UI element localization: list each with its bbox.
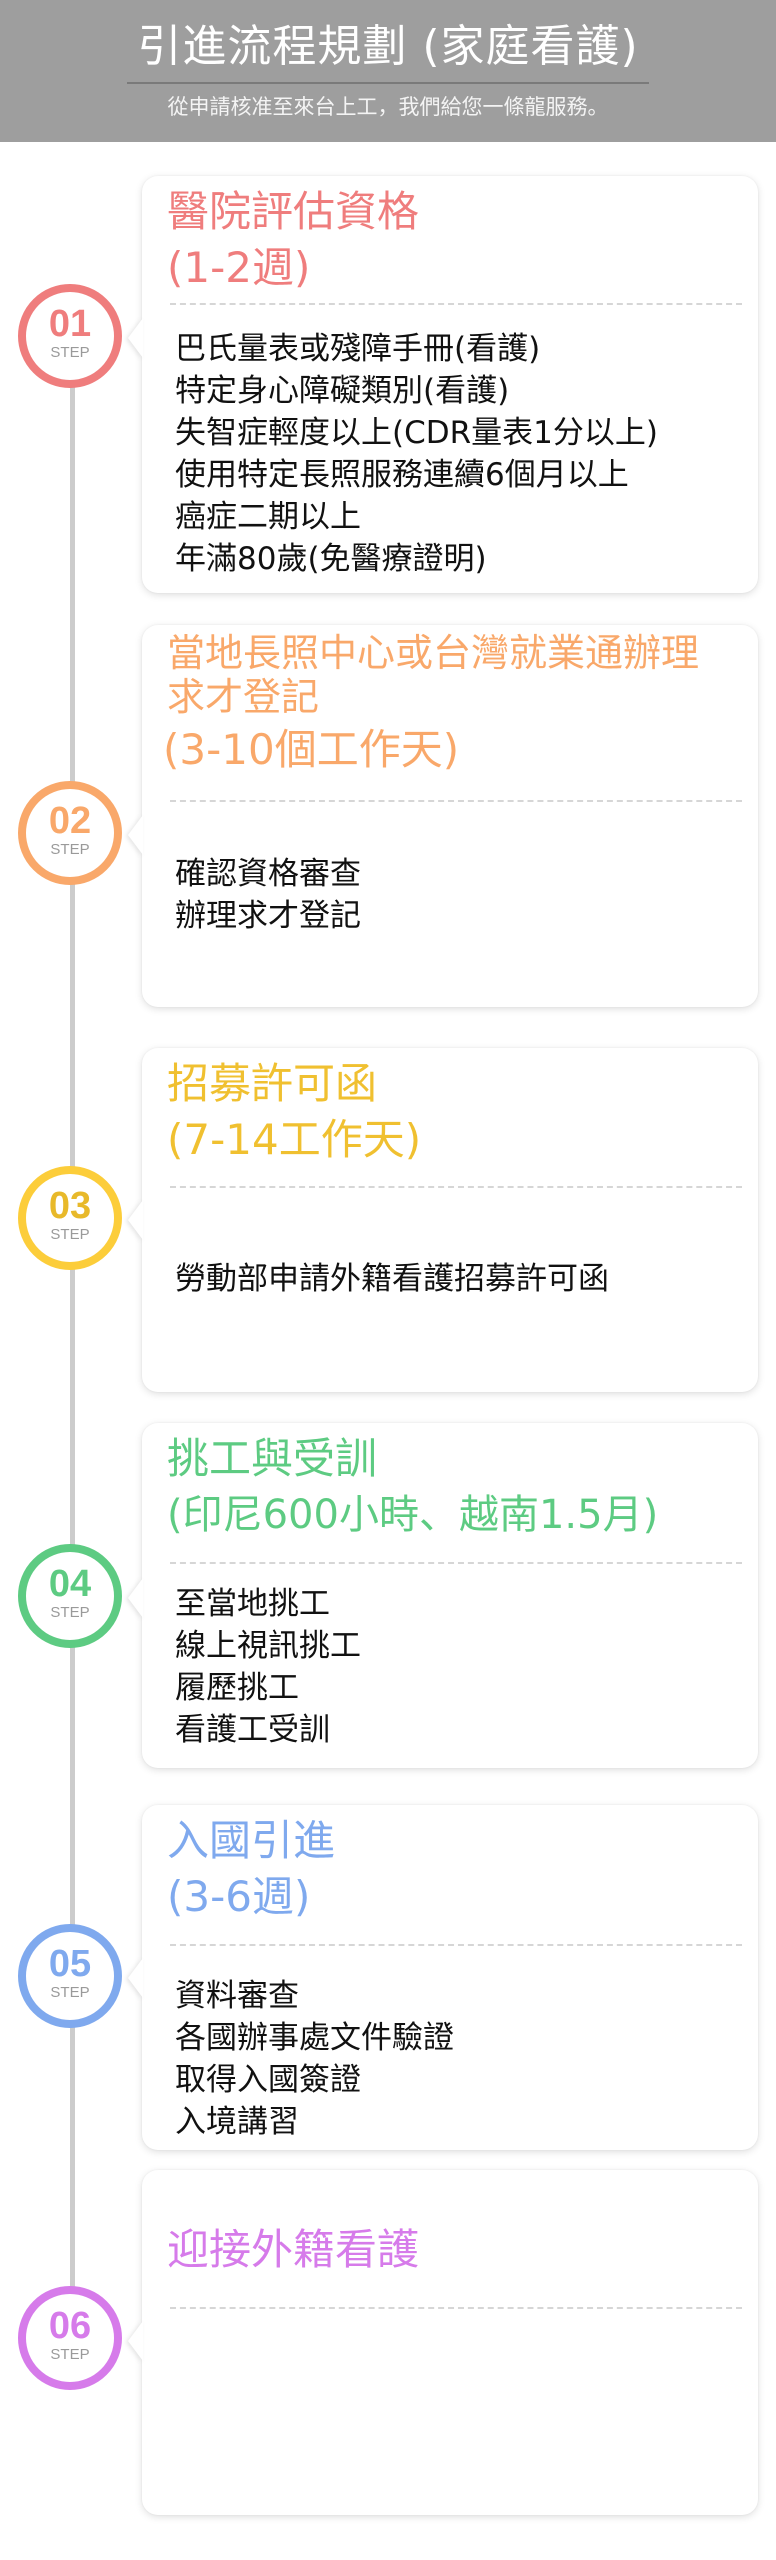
step-badge-03: 03 STEP	[18, 1166, 122, 1270]
card-divider	[170, 2307, 742, 2309]
step-title-name-cont: 求才登記	[167, 675, 320, 719]
step-card-02: 當地長照中心或台灣就業通辦理 求才登記 (3-10個工作天) 確認資格審查 辦理…	[128, 625, 758, 1007]
step-title: 醫院評估資格 (1-2週)	[167, 184, 738, 296]
step-badge-04: 04 STEP	[18, 1544, 122, 1648]
step-label: STEP	[50, 1984, 90, 2001]
page-title: 引進流程規劃 (家庭看護)	[137, 21, 639, 72]
step-label: STEP	[50, 841, 90, 858]
step-item: 確認資格審查	[175, 856, 361, 892]
step-item: 辦理求才登記	[175, 898, 361, 934]
step-title: 挑工與受訓 (印尼600小時、越南1.5月)	[167, 1431, 738, 1543]
step-item: 線上視訊挑工	[175, 1628, 361, 1664]
step-label: STEP	[50, 1604, 90, 1621]
step-title-duration: (3-10個工作天)	[163, 725, 460, 774]
step-card-06: 迎接外籍看護	[128, 2170, 758, 2515]
step-label: STEP	[50, 1226, 90, 1243]
step-label: STEP	[50, 2346, 90, 2363]
step-badge-05: 05 STEP	[18, 1924, 122, 2028]
step-item: 入境講習	[175, 2104, 299, 2140]
card-divider	[170, 303, 742, 305]
step-title-name: 迎接外籍看護	[167, 2225, 420, 2274]
step-card-01: 醫院評估資格 (1-2週) 巴氏量表或殘障手冊(看護) 特定身心障礙類別(看護)…	[128, 176, 758, 593]
step-title-duration: (3-6週)	[167, 1872, 311, 1921]
step-title-duration: (7-14工作天)	[167, 1115, 422, 1164]
step-item: 癌症二期以上	[175, 499, 361, 535]
step-item: 各國辦事處文件驗證	[175, 2020, 454, 2056]
card-divider	[170, 800, 742, 802]
card-divider	[170, 1944, 742, 1946]
step-items: 勞動部申請外籍看護招募許可函	[175, 1258, 742, 1300]
card-divider	[170, 1562, 742, 1564]
step-title: 招募許可函 (7-14工作天)	[167, 1056, 738, 1168]
step-card-03: 招募許可函 (7-14工作天) 勞動部申請外籍看護招募許可函	[128, 1048, 758, 1392]
step-item: 履歷挑工	[175, 1670, 299, 1706]
step-item: 失智症輕度以上(CDR量表1分以上)	[175, 415, 658, 451]
step-item: 特定身心障礙類別(看護)	[175, 373, 510, 409]
step-title-name: 當地長照中心或台灣就業通辦理	[167, 631, 700, 675]
step-number: 03	[48, 1185, 92, 1227]
step-number: 02	[48, 800, 92, 842]
step-item: 年滿80歲(免醫療證明)	[175, 541, 487, 577]
step-items: 巴氏量表或殘障手冊(看護) 特定身心障礙類別(看護) 失智症輕度以上(CDR量表…	[175, 328, 742, 580]
step-title-name: 招募許可函	[167, 1059, 378, 1108]
step-number: 05	[48, 1943, 92, 1985]
page-header: 引進流程規劃 (家庭看護) 從申請核准至來台上工，我們給您一條龍服務。	[0, 0, 776, 142]
header-divider	[127, 82, 649, 84]
step-badge-06: 06 STEP	[18, 2286, 122, 2390]
card-pointer	[128, 1200, 143, 1240]
step-title-name: 醫院評估資格	[167, 187, 420, 236]
card-pointer	[128, 815, 143, 855]
step-title: 當地長照中心或台灣就業通辦理 求才登記 (3-10個工作天)	[163, 631, 738, 781]
step-card-04: 挑工與受訓 (印尼600小時、越南1.5月) 至當地挑工 線上視訊挑工 履歷挑工…	[128, 1423, 758, 1768]
step-item: 巴氏量表或殘障手冊(看護)	[175, 331, 541, 367]
step-items: 確認資格審查 辦理求才登記	[175, 853, 742, 937]
card-pointer	[128, 318, 143, 358]
card-pointer	[128, 1958, 143, 1998]
step-title-duration: (1-2週)	[167, 243, 311, 292]
step-title-name: 入國引進	[167, 1816, 336, 1865]
step-number: 01	[48, 303, 92, 345]
step-item: 勞動部申請外籍看護招募許可函	[175, 1261, 609, 1297]
step-items: 資料審查 各國辦事處文件驗證 取得入國簽證 入境講習	[175, 1975, 742, 2143]
step-title-duration: (印尼600小時、越南1.5月)	[167, 1492, 659, 1538]
step-item: 看護工受訓	[175, 1712, 330, 1748]
step-card-05: 入國引進 (3-6週) 資料審查 各國辦事處文件驗證 取得入國簽證 入境講習	[128, 1805, 758, 2150]
step-label: STEP	[50, 344, 90, 361]
card-pointer	[128, 1578, 143, 1618]
step-number: 04	[48, 1563, 92, 1605]
step-item: 至當地挑工	[175, 1586, 330, 1622]
page-subtitle: 從申請核准至來台上工，我們給您一條龍服務。	[167, 95, 609, 119]
step-title-name: 挑工與受訓	[167, 1434, 378, 1483]
step-item: 資料審查	[175, 1978, 299, 2014]
step-number: 06	[48, 2305, 92, 2347]
step-item: 取得入國簽證	[175, 2062, 361, 2098]
step-items: 至當地挑工 線上視訊挑工 履歷挑工 看護工受訓	[175, 1583, 742, 1751]
step-badge-01: 01 STEP	[18, 284, 122, 388]
step-item: 使用特定長照服務連續6個月以上	[175, 457, 629, 493]
step-title: 入國引進 (3-6週)	[167, 1813, 738, 1925]
card-pointer	[128, 2321, 143, 2361]
step-badge-02: 02 STEP	[18, 781, 122, 885]
card-divider	[170, 1186, 742, 1188]
step-title: 迎接外籍看護	[167, 2222, 738, 2278]
timeline-line	[70, 380, 75, 2290]
